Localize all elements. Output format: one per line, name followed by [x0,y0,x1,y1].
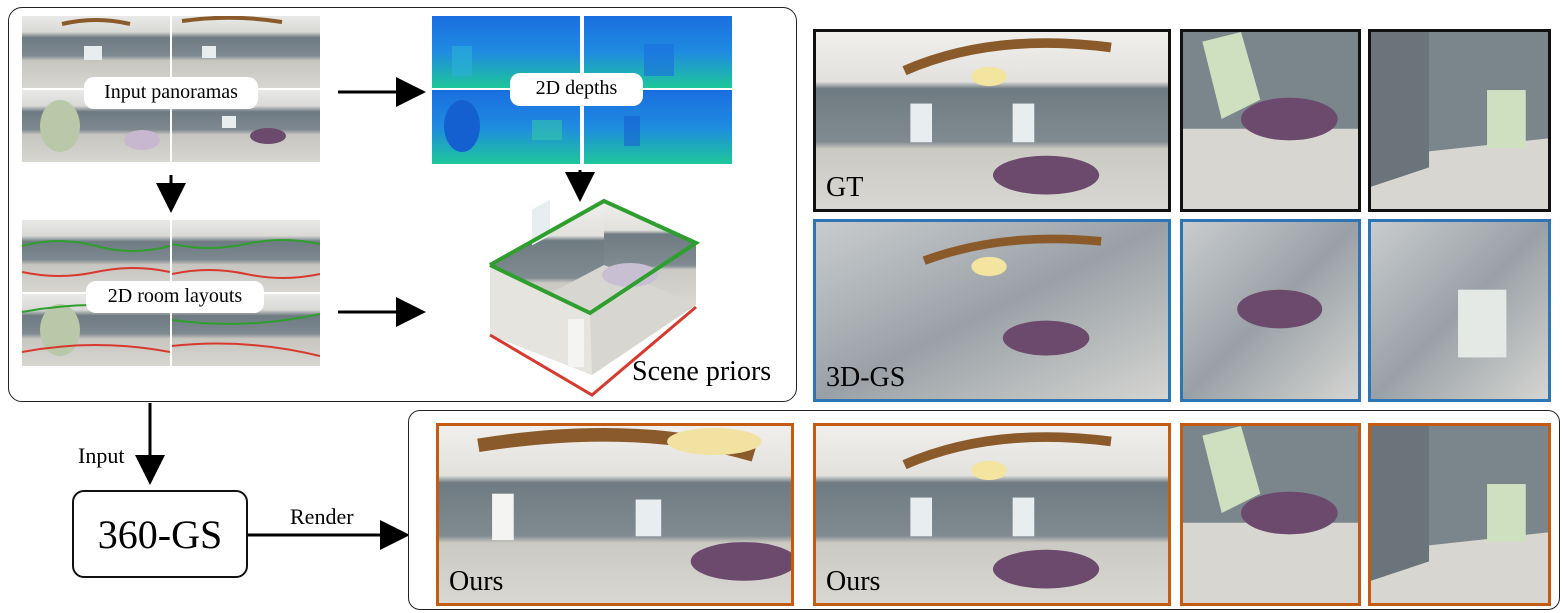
ours-view-2 [1368,423,1551,606]
model-label: 360-GS [97,511,223,557]
input-panoramas-label: Input panoramas [84,77,258,109]
panel-arrows [156,77,595,327]
scene-priors-label: Scene priors [632,356,772,387]
model-box: 360-GS [72,490,248,578]
gt-label: GT [826,172,864,203]
render-arrow-label: Render [290,504,354,529]
baseline-panorama: 3D-GS [813,219,1171,402]
pipeline-arrows [135,403,410,550]
gt-view-1 [1180,29,1361,212]
input-panorama-2 [172,16,320,88]
gt-panorama: GT [813,29,1171,212]
ours-panorama: Ours [813,423,1171,606]
gt-view-2 [1368,29,1551,212]
layout-panorama-2 [172,220,320,292]
room-layouts-label: 2D room layouts [86,281,264,313]
scene-prior-room-3d [480,195,710,400]
baseline-view-1 [1180,219,1361,402]
input-arrow-label: Input [78,443,125,468]
ours-label-1: Ours [449,566,504,597]
ours-closeup-panorama: Ours [436,423,794,606]
ours-label-2: Ours [826,566,881,597]
ours-view-1 [1180,423,1361,606]
depths-label: 2D depths [510,73,643,106]
baseline-label: 3D-GS [826,362,906,393]
baseline-view-2 [1368,219,1551,402]
layout-panorama-1 [22,220,170,292]
input-panorama-1 [22,16,170,88]
